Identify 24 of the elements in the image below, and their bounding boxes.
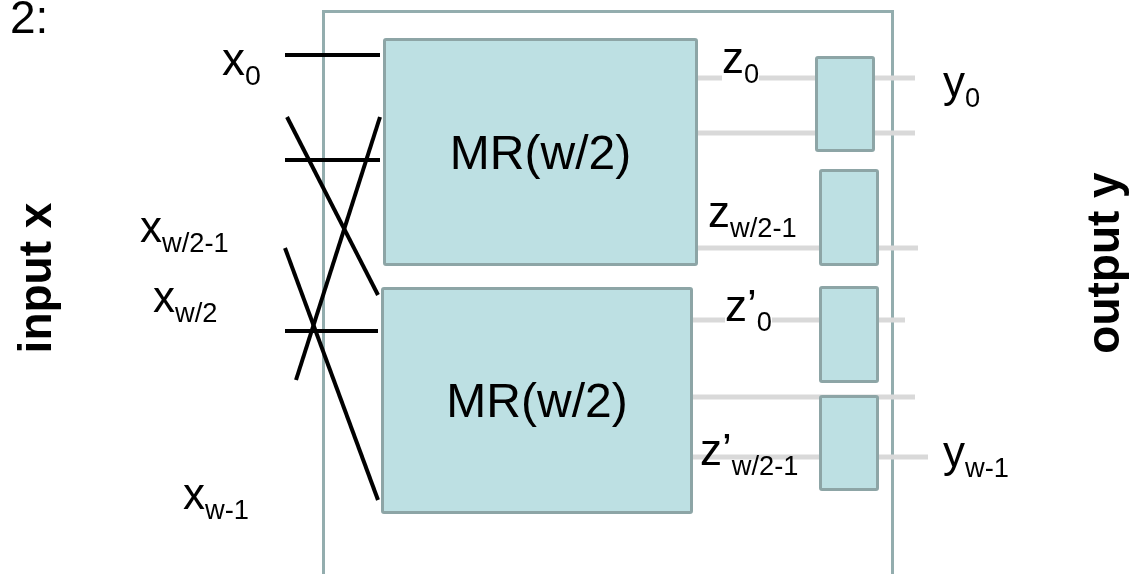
- signal-label: y$_{0}$: [943, 60, 981, 111]
- signal-label: x$_{0}$: [222, 36, 261, 90]
- input-wire: [285, 158, 380, 162]
- axis-title: input x: [12, 202, 59, 354]
- input-wire: [285, 116, 380, 296]
- signal-label: z’$_{w/2-1}$: [700, 428, 799, 479]
- signal-label: x$_{w-1}$: [183, 472, 249, 523]
- module-label: MR(w/2): [449, 124, 632, 180]
- input-wire: [294, 116, 382, 381]
- signal-label: z$_{w/2-1}$: [708, 190, 797, 241]
- module-label: MR(w/2): [446, 373, 628, 428]
- input-wire: [283, 247, 380, 501]
- switch-box: [815, 56, 875, 152]
- signal-label: x$_{w/2-1}$: [140, 205, 229, 256]
- switch-box: [819, 286, 879, 383]
- module-box: [381, 287, 693, 514]
- signal-label: 2:: [10, 0, 49, 40]
- signal-label: x$_{w/2}$: [153, 275, 218, 326]
- switch-box: [819, 169, 879, 266]
- signal-label: y$_{w-1}$: [943, 430, 1009, 481]
- module-box: [383, 38, 698, 266]
- input-wire: [285, 329, 378, 333]
- input-wire: [285, 53, 380, 57]
- switch-box: [819, 395, 879, 491]
